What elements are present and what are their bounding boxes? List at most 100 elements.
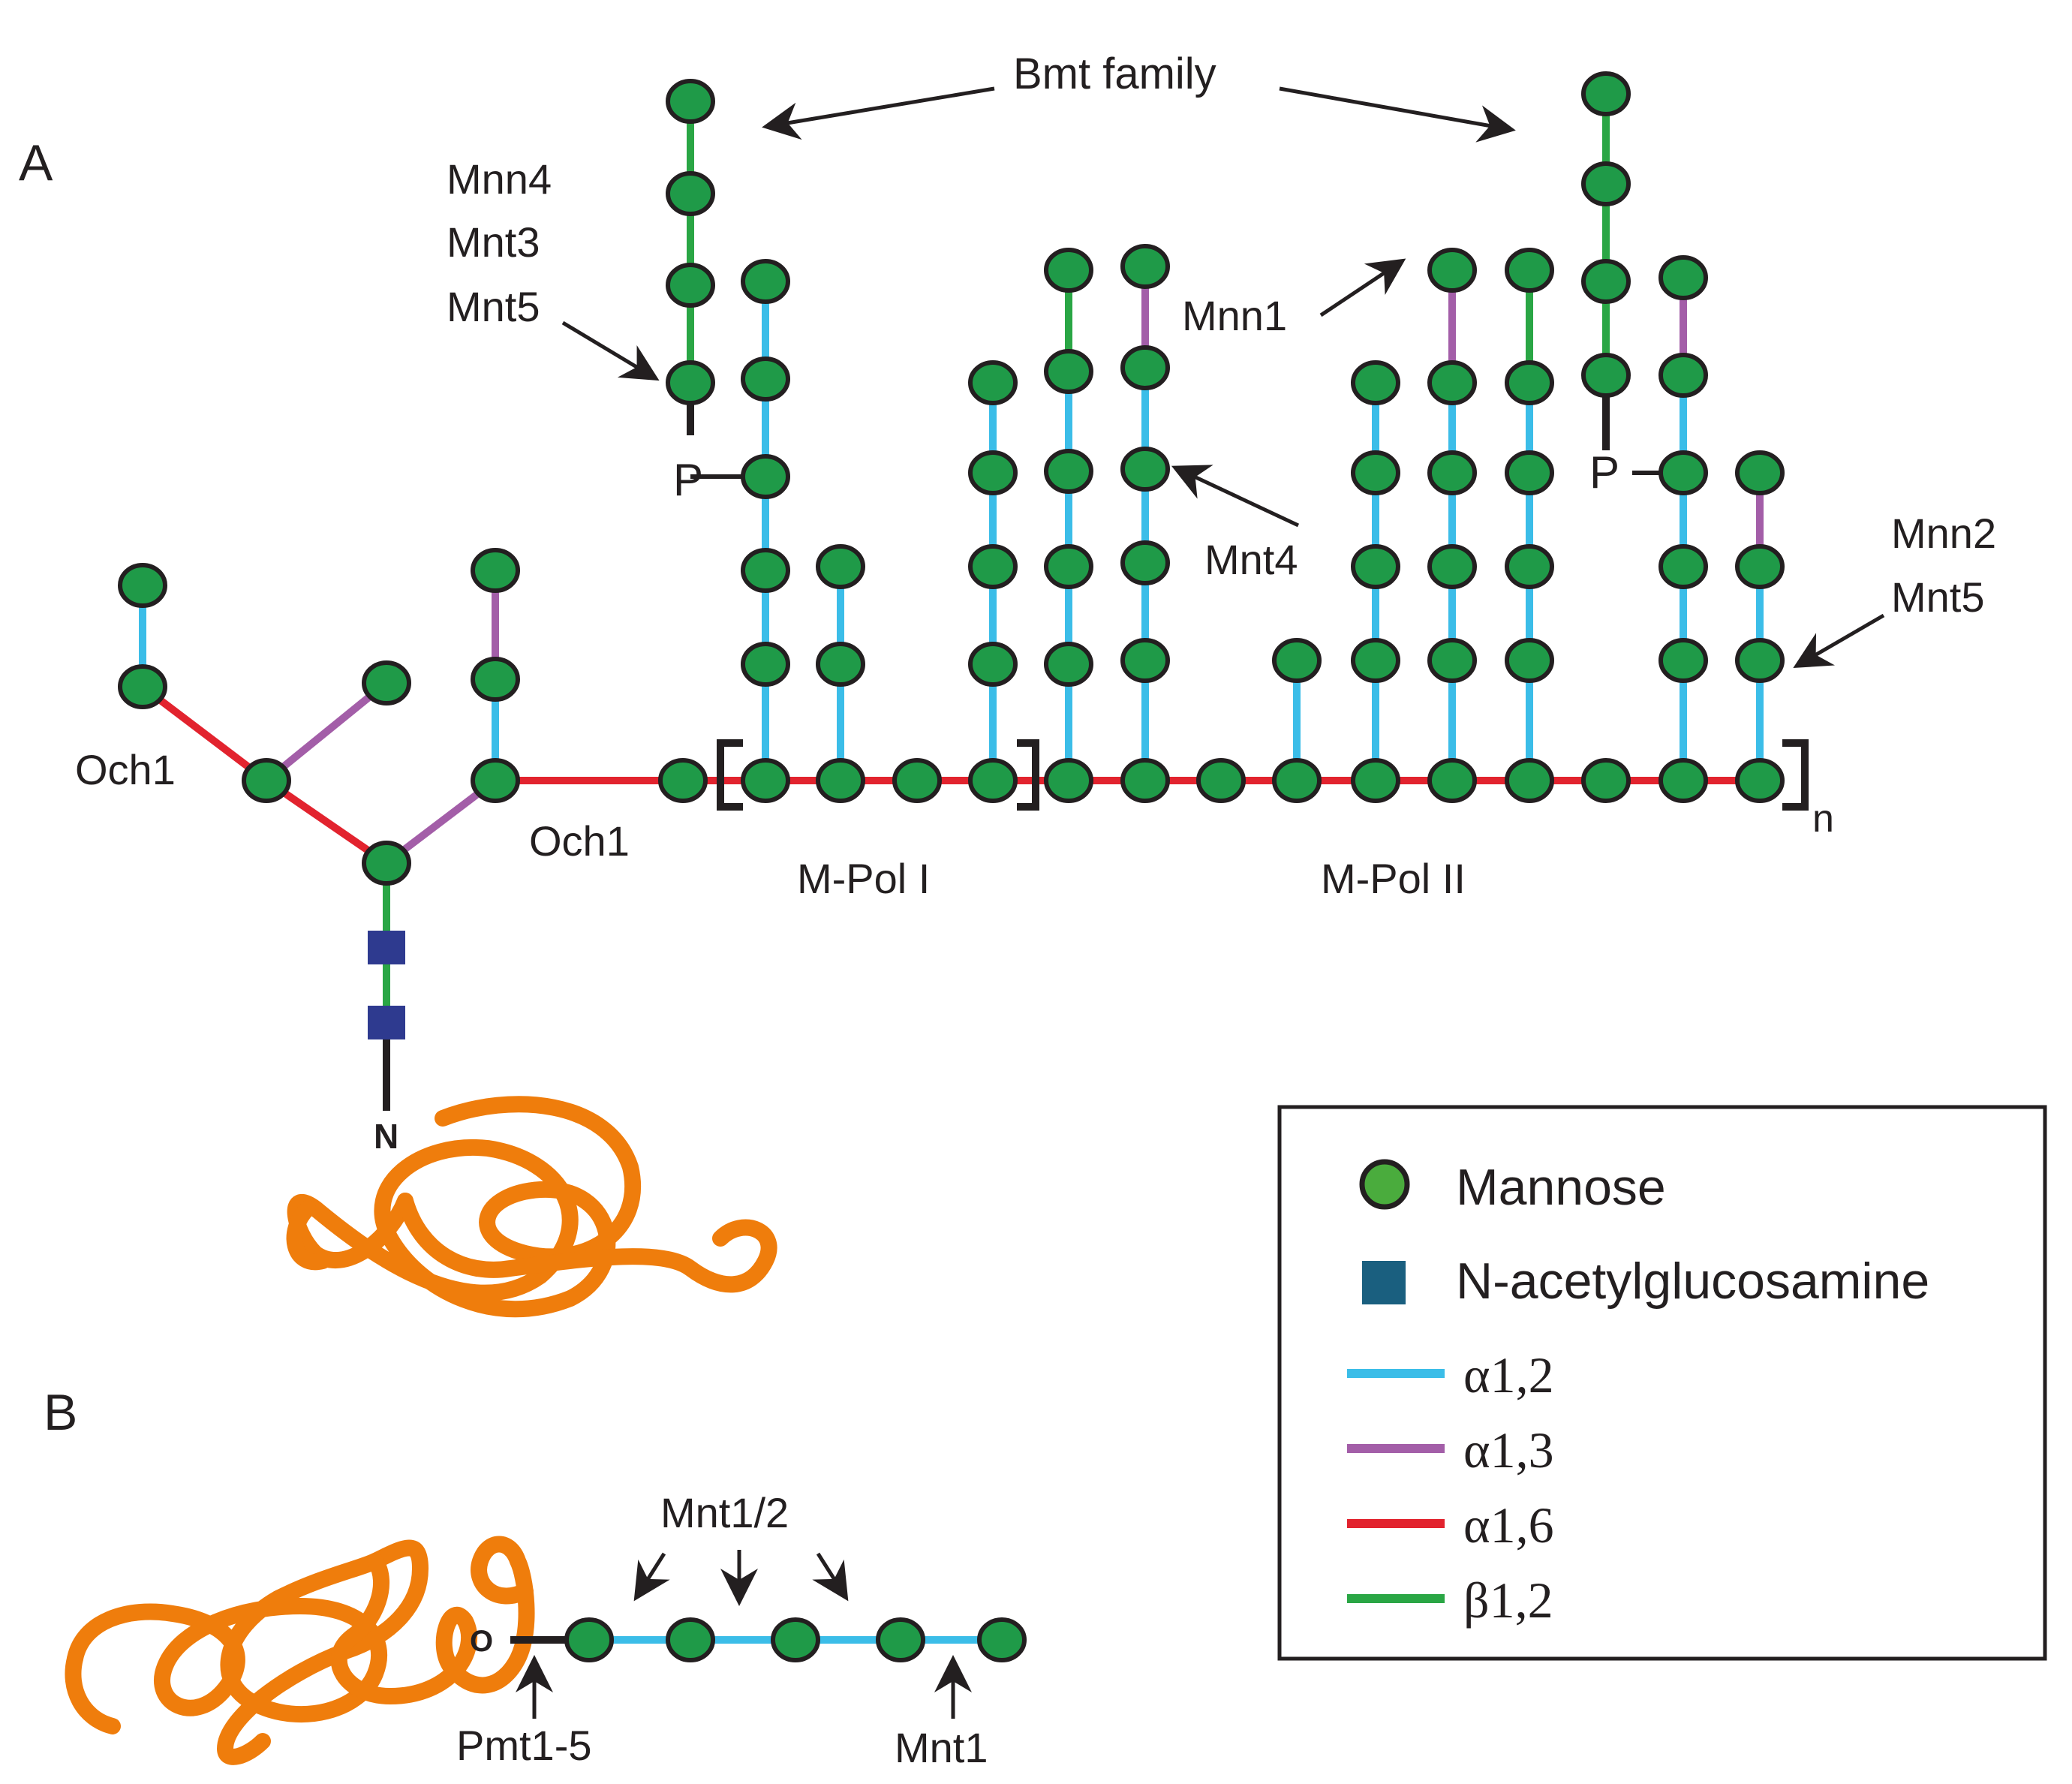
mannose-residue: [1505, 544, 1554, 589]
mannose-residue: [968, 360, 1018, 405]
arrow-mnt5-top: [561, 320, 660, 381]
mannose-residue: [1044, 642, 1093, 687]
arrows: [516, 86, 1885, 1719]
mannose-residue: [564, 1617, 614, 1662]
mannose-residue: [118, 563, 167, 608]
label-mnn2: Mnn2: [1891, 510, 1996, 557]
label-mnn1: Mnn1: [1182, 292, 1287, 339]
mannose-residue: [118, 664, 167, 709]
mannose-residue: [1351, 544, 1400, 589]
mannose-residue: [1659, 450, 1708, 495]
mannose-residue: [1505, 638, 1554, 683]
legend-a16-label: α1,6: [1463, 1497, 1554, 1554]
mannose-residue: [1427, 248, 1477, 293]
mannose-residue: [1427, 360, 1477, 405]
mannose-residue: [1120, 447, 1170, 492]
protein-chain-a: [286, 1096, 777, 1318]
mannose-residue: [1659, 544, 1708, 589]
mannose-residue: [1351, 638, 1400, 683]
mannose-residue: [471, 548, 520, 593]
mannose-residue: [658, 758, 708, 803]
mannose-residue: [1351, 450, 1400, 495]
protein-chain-b: [65, 1536, 535, 1765]
mannose-residue: [666, 360, 715, 405]
label-mpol1: M-Pol I: [797, 855, 930, 902]
arrow-bmt-right: [1279, 86, 1516, 143]
label-phosphate-right: P: [1589, 447, 1619, 498]
mannose-residue: [741, 758, 790, 803]
mannose-residue: [362, 660, 411, 705]
arrow-mnt4: [1171, 465, 1300, 528]
mannose-residue: [1505, 360, 1554, 405]
mannose-residue: [1272, 638, 1322, 683]
mannose-residue: [1427, 758, 1477, 803]
mannose-residue: [1581, 353, 1631, 398]
mannose-residue: [968, 758, 1018, 803]
mannose-residue: [471, 657, 520, 702]
mannose-residue: [1581, 161, 1631, 206]
label-o-link: O: [470, 1625, 493, 1658]
mannose-residue: [741, 356, 790, 402]
legend-mannose-swatch: [1359, 1159, 1410, 1210]
arrow-mnt5-right: [1793, 613, 1885, 669]
bracket-open-mpol1: [717, 739, 743, 811]
mannose-residue: [1735, 758, 1785, 803]
mannose-residue: [1272, 758, 1322, 803]
glcnac-square: [368, 1006, 405, 1039]
mannose-residue: [1044, 758, 1093, 803]
mannose-residue: [666, 171, 715, 216]
labels: A B Bmt family Mnn4 Mnt3 Mnt5 Mnn1 Mnt4 …: [19, 50, 1996, 1771]
mannose-residue: [1659, 758, 1708, 803]
legend-glcnac-label: N-acetylglucosamine: [1456, 1253, 1929, 1310]
mannose-residue: [816, 758, 865, 803]
arrow-mnn1: [1319, 258, 1406, 317]
glcnac-square: [368, 931, 405, 964]
mannose-residues: [118, 71, 1785, 1662]
mannose-residue: [1044, 248, 1093, 293]
mannose-residue: [1735, 544, 1785, 589]
mannose-residue: [1120, 345, 1170, 390]
mannose-residue: [1120, 244, 1170, 289]
legend-a12-label: α1,2: [1463, 1346, 1554, 1403]
mannose-residue: [741, 548, 790, 593]
mannose-residue: [1735, 450, 1785, 495]
label-mpol2: M-Pol II: [1321, 855, 1466, 902]
mannose-residue: [816, 544, 865, 589]
mannose-residue: [666, 263, 715, 308]
mannose-residue: [741, 454, 790, 499]
label-phosphate-left: P: [673, 455, 703, 505]
legend-glcnac-swatch: [1362, 1261, 1406, 1304]
mannose-residue: [816, 642, 865, 687]
label-och1-mid: Och1: [529, 817, 630, 865]
legend-b12-label: β1,2: [1463, 1572, 1553, 1629]
label-pmt15: Pmt1-5: [456, 1722, 592, 1769]
legend: Mannose N-acetylglucosamine α1,2 α1,3 α1…: [1277, 1105, 2047, 1661]
label-mnt12: Mnt1/2: [660, 1489, 789, 1536]
mannose-residue: [1505, 248, 1554, 293]
mannose-residue: [968, 544, 1018, 589]
mannose-residue: [1505, 450, 1554, 495]
label-repeat-n: n: [1812, 797, 1834, 841]
mannose-residue: [1120, 540, 1170, 585]
mannose-residue: [1196, 758, 1246, 803]
bracket-close-mpol1: [1017, 739, 1039, 811]
mannose-residue: [242, 758, 291, 803]
mannose-residue: [968, 642, 1018, 687]
mannose-residue: [1581, 71, 1631, 116]
mannose-residue: [1659, 255, 1708, 300]
mannose-residue: [968, 450, 1018, 495]
label-mnt5-top: Mnt5: [447, 283, 540, 330]
arrow-bmt-left: [762, 86, 995, 140]
repeat-brackets: [717, 739, 1809, 811]
mannose-residue: [1120, 638, 1170, 683]
mannose-residue: [1735, 638, 1785, 683]
panel-label-b: B: [44, 1384, 77, 1441]
legend-mannose-label: Mannose: [1456, 1159, 1666, 1216]
legend-frame: [1277, 1105, 2047, 1661]
arrow-mnt12-right: [812, 1552, 849, 1602]
mannose-residue: [741, 642, 790, 687]
mannose-residue: [471, 758, 520, 803]
arrow-mnt12-left: [633, 1552, 670, 1602]
mannose-residue: [741, 259, 790, 304]
